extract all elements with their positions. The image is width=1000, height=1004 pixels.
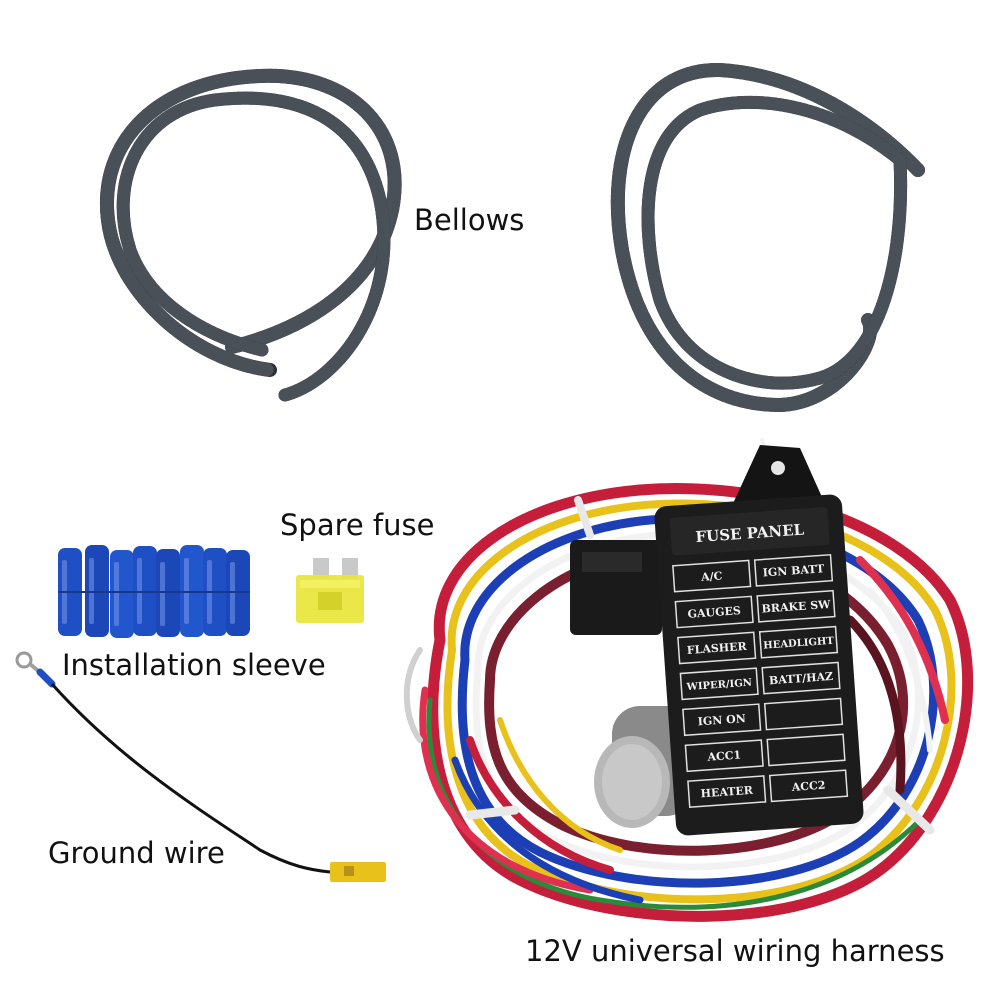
caption-spare-fuse: Spare fuse: [280, 508, 435, 542]
fuse-slot: [672, 559, 752, 593]
relay: [570, 540, 662, 635]
fuse-slot-label: WIPER/IGN: [685, 678, 752, 694]
caption-installation-sleeve: Installation sleeve: [62, 648, 326, 682]
ground-wire: [15, 651, 386, 882]
caption-ground-wire: Ground wire: [48, 836, 225, 870]
fuse-slot: [677, 631, 757, 665]
caption-wiring-harness: 12V universal wiring harness: [525, 934, 945, 968]
installation-sleeves: [58, 545, 250, 638]
fuse-slot: [763, 697, 844, 731]
fuse-slot-label: BRAKE SW: [761, 598, 831, 616]
fuse-slot-label: FLASHER: [686, 640, 748, 657]
bellows-left: [99, 68, 402, 402]
spare-fuse: [296, 558, 364, 623]
fuse-slot: [758, 625, 839, 659]
fuse-slot: [756, 589, 836, 623]
fuse-slot: [682, 703, 762, 737]
fuse-slot: [674, 595, 754, 629]
fuse-slot-label: HEATER: [700, 784, 754, 801]
fuse-slot-label: GAUGES: [687, 604, 741, 621]
fuse-slot-label: A/C: [700, 569, 723, 584]
fuse-slot: [768, 769, 849, 803]
fuse-slot: [684, 739, 764, 773]
caption-bellows: Bellows: [414, 203, 525, 237]
fuse-slot-label: ACC1: [706, 748, 742, 763]
fuse-slot-label: HEADLIGHT: [763, 636, 835, 652]
fuse-slot-label: BATT/HAZ: [769, 670, 834, 687]
bellows-right: [610, 62, 925, 413]
fuse-slot: [687, 775, 767, 808]
fuse-slot: [761, 661, 841, 695]
fuse-slot: [753, 553, 834, 587]
fuse-slot-label: IGN ON: [697, 712, 746, 728]
fuse-slot: [679, 667, 759, 701]
fuse-slot: [766, 733, 846, 767]
fuse-slot-label: IGN BATT: [762, 562, 825, 579]
fuse-slot-label: ACC2: [790, 779, 826, 794]
